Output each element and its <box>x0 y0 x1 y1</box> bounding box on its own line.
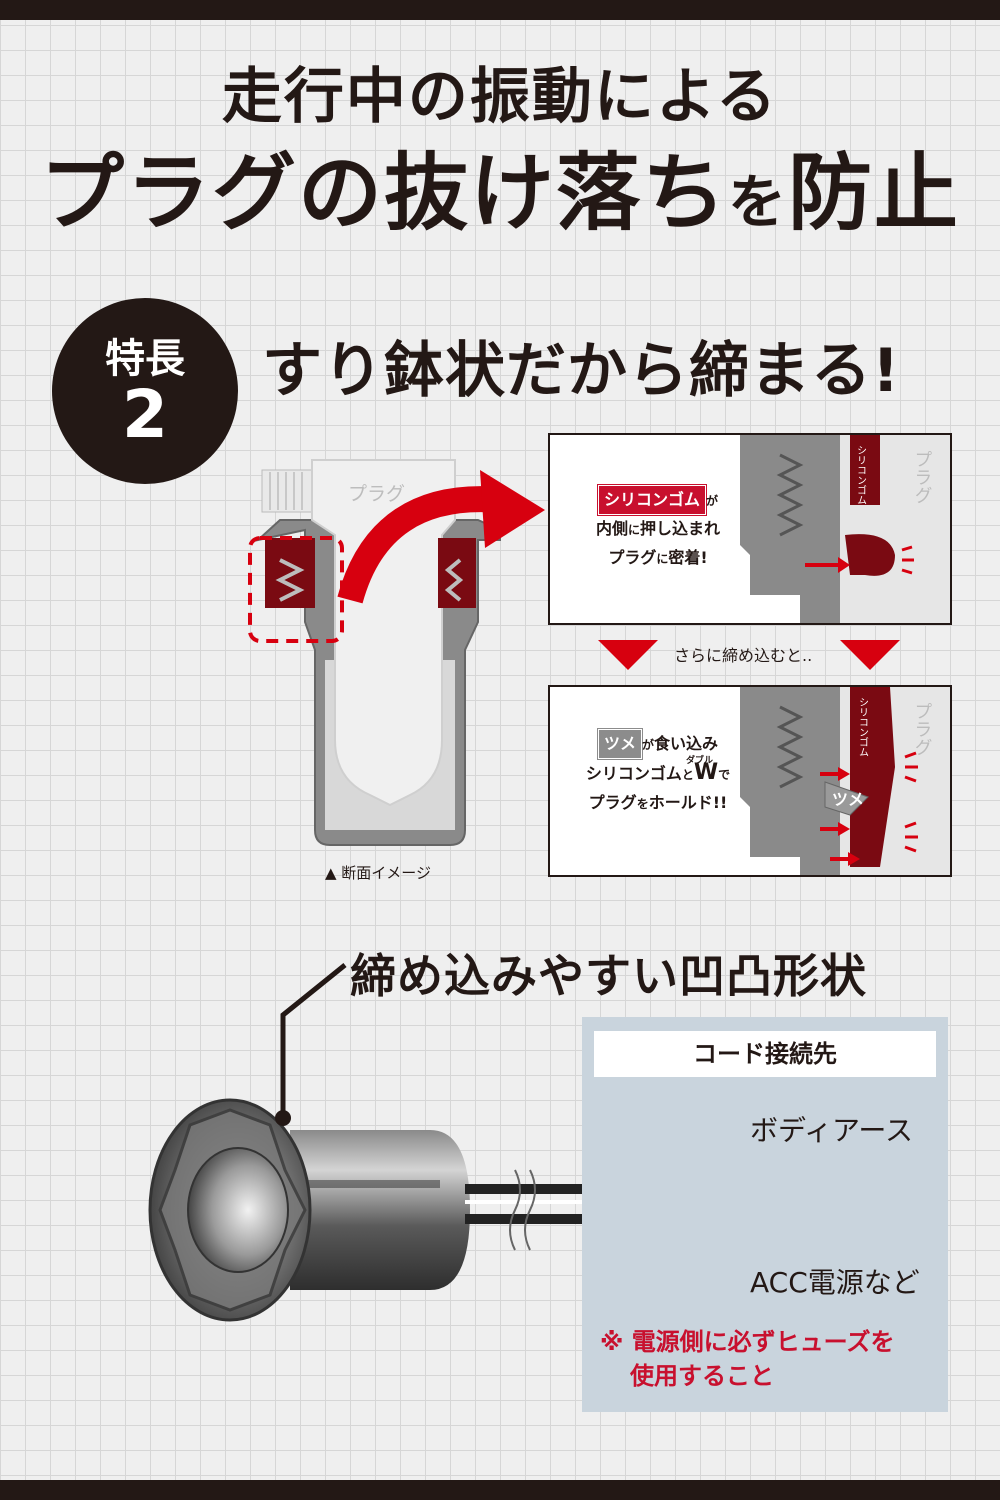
detail-1-graphic: シリコンゴム プラグ <box>740 435 950 623</box>
negative-label: ボディアース <box>750 1114 913 1147</box>
headline-line2: プラグの抜け落ちを防止 <box>0 126 1000 247</box>
transition-text: さらに締め込むと.. <box>674 646 813 665</box>
headline-particle: を <box>727 168 788 236</box>
down-arrow-right <box>840 640 900 670</box>
plug-label: プラグ <box>348 483 405 505</box>
panel1-rubber-label: シリコンゴム <box>855 445 867 505</box>
panel1-plug-label: プラグ <box>912 450 933 504</box>
cross-section-diagram: プラグ <box>248 459 545 846</box>
bottom-bar <box>0 1480 1000 1500</box>
detail-panel-2: シリコンゴム プラグ ツメ ツメが食い込み ダブルシリコンゴムとWで プラグをホ… <box>548 685 952 877</box>
panel2-plug-label: プラグ <box>912 702 933 756</box>
detail-2-graphic: シリコンゴム プラグ ツメ <box>740 687 950 875</box>
headline-end: 防止 <box>788 144 961 242</box>
headline-line1: 走行中の振動による <box>221 62 779 132</box>
detail-panel-1: シリコンゴム プラグ シリコンゴムが 内側に押し込まれ プラグに密着! <box>548 433 952 625</box>
connection-box: コード接続先 ボディアース ACC電源など ※ 電源側に必ずヒューズを 使用する… <box>582 1017 948 1412</box>
feature-badge-number: 2 <box>122 376 168 453</box>
panel1-text: シリコンゴムが 内側に押し込まれ プラグに密着! <box>558 484 758 573</box>
positive-label: ACC電源など <box>750 1266 920 1299</box>
connection-title: コード接続先 <box>594 1031 936 1077</box>
feature-badge-label: 特長 <box>105 336 185 382</box>
feature-badge: 特長 2 <box>52 298 238 484</box>
headline-main: プラグの抜け落ち <box>39 144 728 242</box>
top-bar <box>0 0 1000 20</box>
panel2-claw-label: ツメ <box>832 790 864 809</box>
down-arrow-left <box>598 640 658 670</box>
ruby-double: ダブル <box>686 756 714 766</box>
silicone-tag: シリコンゴム <box>596 484 708 516</box>
socket-heading: 締め込みやすい凹凸形状 <box>350 949 867 1003</box>
panel2-rubber-label: シリコンゴム <box>857 697 869 757</box>
fuse-note: ※ 電源側に必ずヒューズを 使用すること <box>600 1328 895 1390</box>
diagram-caption: ▲ 断面イメージ <box>325 864 432 882</box>
panel2-text: ツメが食い込み ダブルシリコンゴムとWで プラグをホールド!! <box>558 728 758 818</box>
feature-heading: すり鉢状だから締まる! <box>262 336 901 406</box>
claw-tag: ツメ <box>596 728 643 760</box>
